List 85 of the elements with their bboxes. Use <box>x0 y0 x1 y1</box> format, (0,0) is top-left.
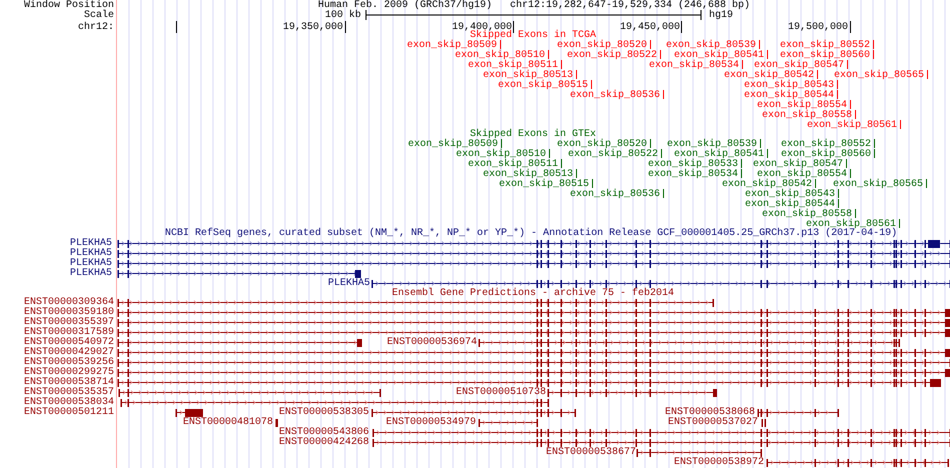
transcript-label: ENST00000538068 <box>664 407 755 418</box>
assembly-label: Human Feb. 2009 (GRCh37/hg19) <box>318 0 492 11</box>
ruler-label: 19,350,000 <box>282 22 343 33</box>
exon-label: exon_skip_80533 <box>648 159 738 170</box>
exon-label: exon_skip_80554 <box>756 169 847 180</box>
exon-label: exon_skip_80544 <box>744 90 834 101</box>
exon-label: exon_skip_80560 <box>780 149 871 160</box>
row-label: chr12: <box>78 22 114 33</box>
exon-label: exon_skip_80536 <box>570 189 660 200</box>
exon-label: exon_skip_80541 <box>674 50 764 61</box>
exon-label: exon_skip_80522 <box>568 149 658 160</box>
transcript-label: ENST00000538305 <box>278 407 369 418</box>
exon-label: exon_skip_80520 <box>556 139 647 150</box>
scale-label: 100 kb <box>324 10 361 21</box>
transcript-label: ENST00000537027 <box>668 417 758 428</box>
exon-label: exon_skip_80547 <box>752 159 843 170</box>
exon-label: exon_skip_80565 <box>834 70 924 81</box>
exon-label: exon_skip_80539 <box>666 40 756 51</box>
track-title: NCBI RefSeq genes, curated subset (NM_*, NR_*, NP_* or YP_*) - Annotation Release GCF_000001405.25_GRCh37.p13 (2017-04-19) <box>165 228 898 239</box>
exon-label: exon_skip_80542 <box>722 179 812 190</box>
transcript-label: ENST00000540972 <box>24 337 114 348</box>
exon-label: exon_skip_80541 <box>674 149 764 160</box>
exon-label: exon_skip_80510 <box>454 50 545 61</box>
exon-label: exon_skip_80509 <box>406 40 497 51</box>
position-label: chr12:19,282,647-19,529,334 (246,688 bp) <box>510 0 750 11</box>
exon-label: exon_skip_80515 <box>498 179 589 190</box>
transcript-label: ENST00000538677 <box>546 447 636 458</box>
ruler-label: 19,500,000 <box>788 22 848 33</box>
transcript-label: ENST00000534979 <box>386 417 476 428</box>
exon-label: exon_skip_80511 <box>468 159 558 170</box>
exon-label: exon_skip_80561 <box>806 120 897 131</box>
transcript-label: ENST00000538972 <box>674 457 764 468</box>
exon-label: exon_skip_80534 <box>648 169 738 180</box>
transcript-label: ENST00000481078 <box>182 417 273 428</box>
exon-label: exon_skip_80539 <box>666 139 757 150</box>
transcript-label: ENST00000538034 <box>24 397 114 408</box>
exon-label: exon_skip_80542 <box>724 70 814 81</box>
transcript-label: ENST00000510738 <box>456 387 546 398</box>
exon-label: exon_skip_80561 <box>806 219 896 230</box>
transcript-label: ENST00000539256 <box>24 357 114 368</box>
gene-label: PLEKHA5 <box>328 278 370 289</box>
transcript-label: ENST00000501211 <box>24 407 114 418</box>
exon-label: exon_skip_80511 <box>468 60 558 71</box>
exon-label: exon_skip_80513 <box>482 70 573 81</box>
row-label: Window Position <box>24 0 114 11</box>
transcript-label: ENST00000309364 <box>24 297 114 308</box>
exon-label: exon_skip_80544 <box>744 199 835 210</box>
track-title: Ensembl Gene Predictions - archive 75 - feb2014 <box>392 288 674 299</box>
exon-label: exon_skip_80547 <box>754 60 844 71</box>
exon-label: exon_skip_80536 <box>570 90 660 101</box>
transcript-label: ENST00000299275 <box>24 367 114 378</box>
exon-label: exon_skip_80534 <box>648 60 739 71</box>
exon-label: exon_skip_80509 <box>408 139 498 150</box>
gene-label: PLEKHA5 <box>70 238 112 249</box>
transcript-label: ENST00000536974 <box>386 337 477 348</box>
exon-label: exon_skip_80560 <box>780 50 870 61</box>
transcript-label: ENST00000429027 <box>24 347 114 358</box>
exon-label: exon_skip_80522 <box>566 50 657 61</box>
transcript-label: ENST00000424268 <box>278 437 369 448</box>
exon-label: exon_skip_80543 <box>744 189 835 200</box>
exon-label: exon_skip_80520 <box>556 40 647 51</box>
gene-label: PLEKHA5 <box>70 258 112 269</box>
assembly-label: hg19 <box>709 10 734 21</box>
exon-label: exon_skip_80554 <box>756 100 847 111</box>
exon-label: exon_skip_80565 <box>832 179 923 190</box>
exon-label: exon_skip_80513 <box>482 169 573 180</box>
transcript-label: ENST00000538714 <box>24 377 114 388</box>
exon-label: exon_skip_80558 <box>762 209 852 220</box>
ruler-label: 19,450,000 <box>620 22 680 33</box>
exon-label: exon_skip_80543 <box>744 80 834 91</box>
exon-label: exon_skip_80558 <box>762 110 852 121</box>
row-label: Scale <box>84 10 114 21</box>
track-title: Skipped Exons in GTEx <box>470 129 596 140</box>
exon-label: exon_skip_80515 <box>498 80 588 91</box>
gene-label: PLEKHA5 <box>70 268 112 279</box>
exon-label: exon_skip_80552 <box>780 40 870 51</box>
exon-label: exon_skip_80510 <box>456 149 546 160</box>
transcript-label: ENST00000317589 <box>24 327 114 338</box>
exon-label: exon_skip_80552 <box>780 139 871 150</box>
transcript-label: ENST00000359180 <box>24 307 114 318</box>
transcript-label: ENST00000535357 <box>24 387 114 398</box>
transcript-label: ENST00000543806 <box>278 427 369 438</box>
transcript-label: ENST00000355397 <box>24 317 114 328</box>
track-title: Skipped Exons in TCGA <box>470 30 596 41</box>
gene-label: PLEKHA5 <box>70 248 112 259</box>
